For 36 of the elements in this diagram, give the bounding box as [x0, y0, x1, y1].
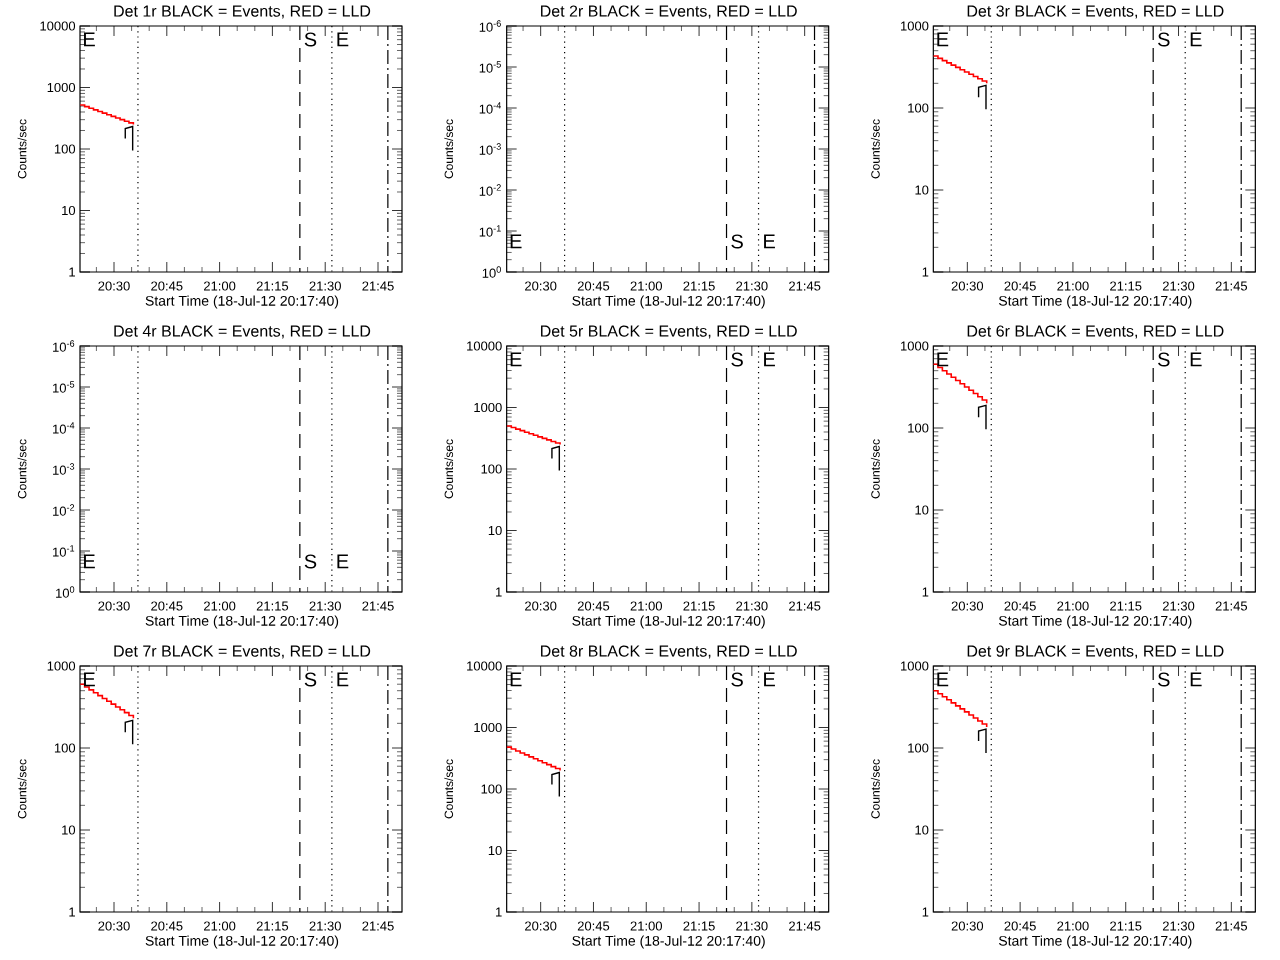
marker-letter: S — [731, 672, 743, 687]
chart-title: Det 6r BLACK = Events, RED = LLD — [967, 325, 1224, 339]
marker-letter: S — [304, 32, 317, 47]
marker-letter: S — [1158, 352, 1170, 367]
marker-letter: S — [731, 234, 743, 249]
marker-letter: E — [337, 672, 349, 687]
chart-title: Det 1r BLACK = Events, RED = LLD — [114, 5, 371, 19]
marker-letter: E — [84, 554, 95, 569]
marker-letter: E — [764, 234, 775, 249]
marker-letter: E — [937, 672, 949, 687]
chart-title: Det 5r BLACK = Events, RED = LLD — [541, 325, 797, 339]
marker-letter: E — [84, 672, 95, 687]
chart-title: Det 7r BLACK = Events, RED = LLD — [114, 645, 371, 659]
chart-title: Det 2r BLACK = Events, RED = LLD — [541, 5, 797, 19]
marker-letter: E — [1190, 352, 1202, 367]
marker-letter: S — [1158, 32, 1170, 47]
marker-letter: E — [84, 32, 95, 47]
chart-title: Det 3r BLACK = Events, RED = LLD — [967, 5, 1224, 19]
marker-letter: E — [1190, 32, 1202, 47]
marker-letter: S — [304, 672, 317, 687]
marker-letter: E — [337, 32, 349, 47]
marker-letter: E — [937, 32, 949, 47]
marker-letter: E — [764, 672, 775, 687]
chart-title: Det 4r BLACK = Events, RED = LLD — [114, 325, 371, 339]
marker-letter: E — [510, 234, 522, 249]
marker-letter: E — [764, 352, 775, 367]
marker-letter: E — [510, 672, 522, 687]
marker-letter: E — [1190, 672, 1202, 687]
marker-letter: S — [731, 352, 743, 367]
chart-title: Det 8r BLACK = Events, RED = LLD — [541, 645, 797, 659]
chart-title: Det 9r BLACK = Events, RED = LLD — [967, 645, 1224, 659]
marker-letter: S — [1158, 672, 1170, 687]
marker-letter: S — [304, 554, 317, 569]
marker-letter: E — [337, 554, 349, 569]
marker-letter: E — [510, 352, 522, 367]
marker-letter: E — [937, 352, 949, 367]
